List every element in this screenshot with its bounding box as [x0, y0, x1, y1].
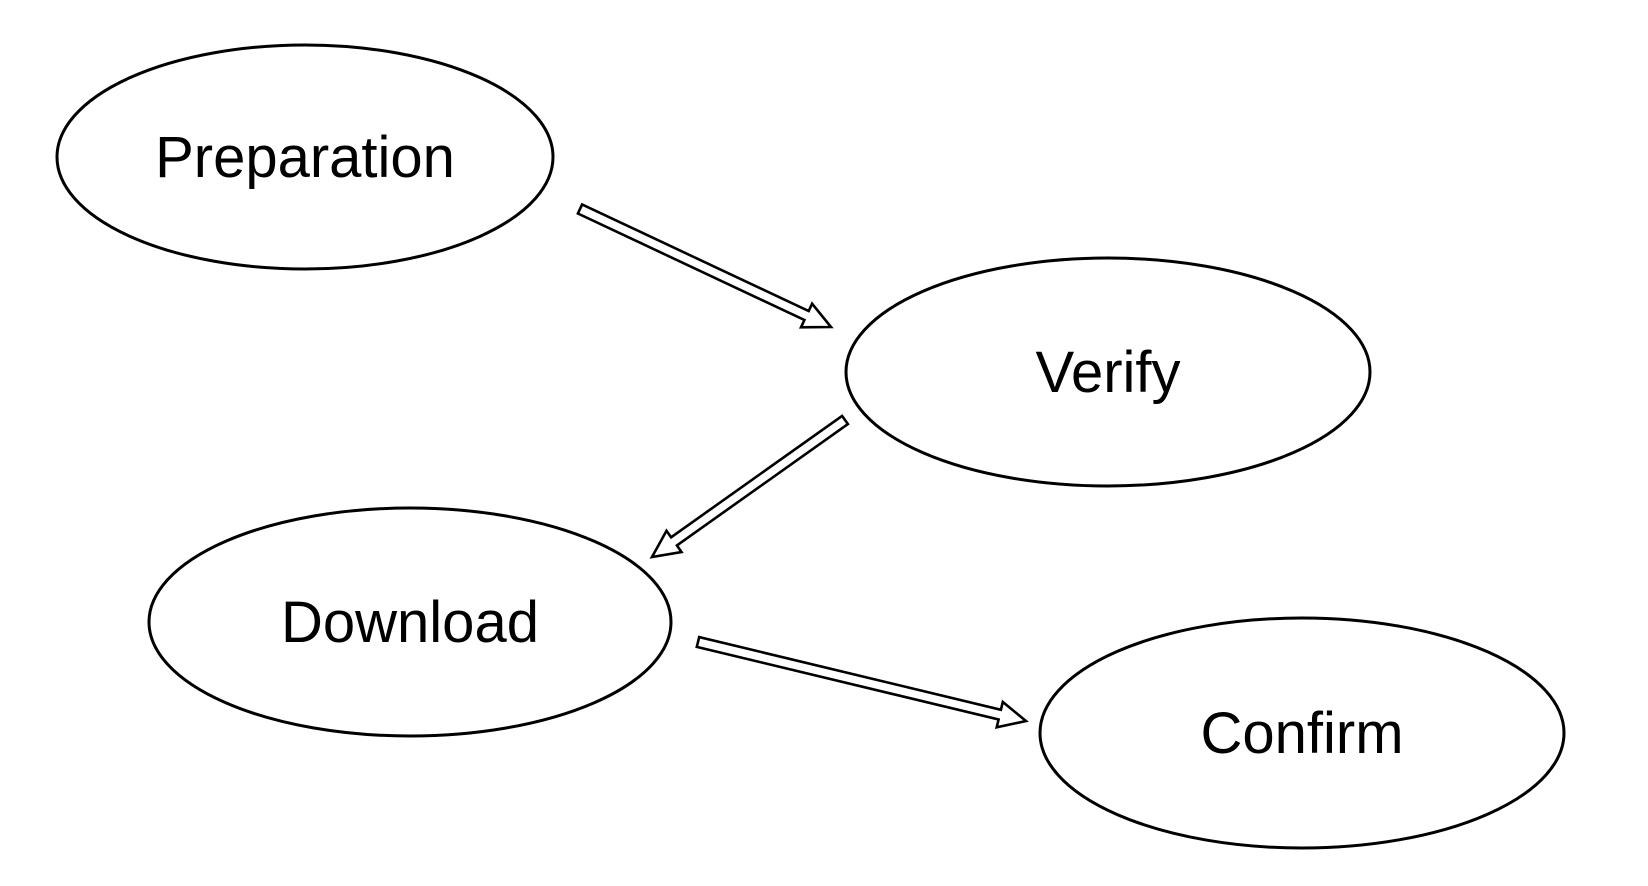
- node-label-verify: Verify: [1035, 340, 1180, 405]
- node-ellipse-confirm: [1038, 616, 1566, 850]
- node-label-download: Download: [281, 590, 539, 655]
- node-ellipse-preparation: [55, 43, 555, 271]
- arrow-preparation-to-verify: [576, 202, 834, 329]
- arrow-download-to-confirm: [695, 635, 1029, 730]
- node-ellipse-download: [147, 506, 673, 738]
- arrow-verify-to-download: [649, 414, 850, 559]
- node-ellipse-verify: [844, 256, 1372, 488]
- node-label-preparation: Preparation: [155, 125, 455, 190]
- node-label-confirm: Confirm: [1200, 701, 1403, 766]
